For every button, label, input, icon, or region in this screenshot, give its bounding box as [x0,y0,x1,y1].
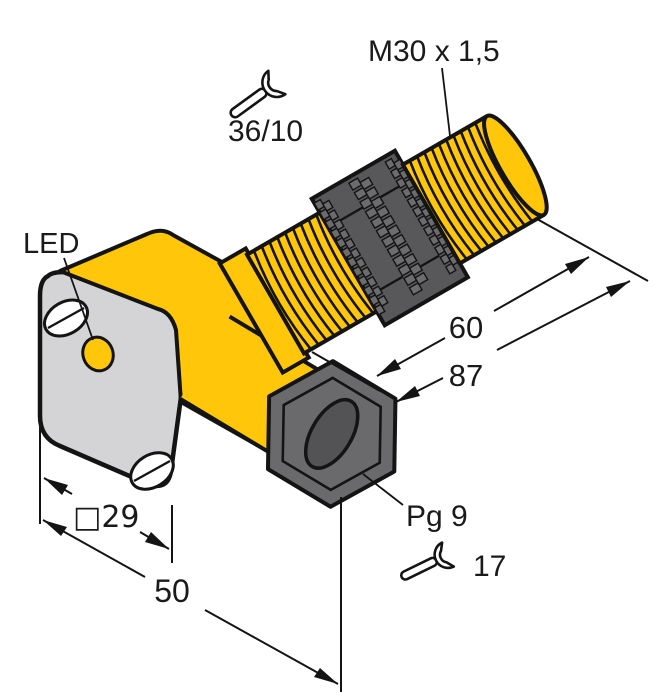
dimension-87 [395,280,631,403]
dim-87-label: 87 [449,358,483,393]
wrench-icon [399,541,456,581]
gland-cable-hole [303,398,360,470]
dimension-60 [311,218,649,392]
led-label: LED [23,228,79,260]
hex-facet-lines [339,185,440,291]
wrench-flats-gland-label: 17 [473,550,506,583]
dim-50-label: 50 [154,573,190,609]
dimension-29 [39,427,173,563]
thread-spec-label: M30 x 1,5 [368,35,500,68]
dim-60-label: 60 [449,310,483,345]
thread-lines [408,118,541,261]
screw-hole [43,298,89,338]
knurled-nut [309,148,471,328]
knurl-teeth [313,198,389,316]
dimension-50 [42,497,342,692]
wrench-flats-top-label: 36/10 [228,115,303,148]
gland-leader [362,473,404,506]
thread-lines [252,214,375,351]
gland-label: Pg 9 [406,500,468,533]
screw-hole [129,451,175,491]
barrel-end-cap [482,113,549,218]
gland-hex-nut [265,359,398,509]
thread-section-front [400,113,549,267]
thread-spec-leader [441,67,451,137]
knurl-teeth [347,176,429,296]
wrench-icon [229,69,287,119]
led-leader [63,257,94,341]
dim-29-label: □29 [73,500,140,535]
